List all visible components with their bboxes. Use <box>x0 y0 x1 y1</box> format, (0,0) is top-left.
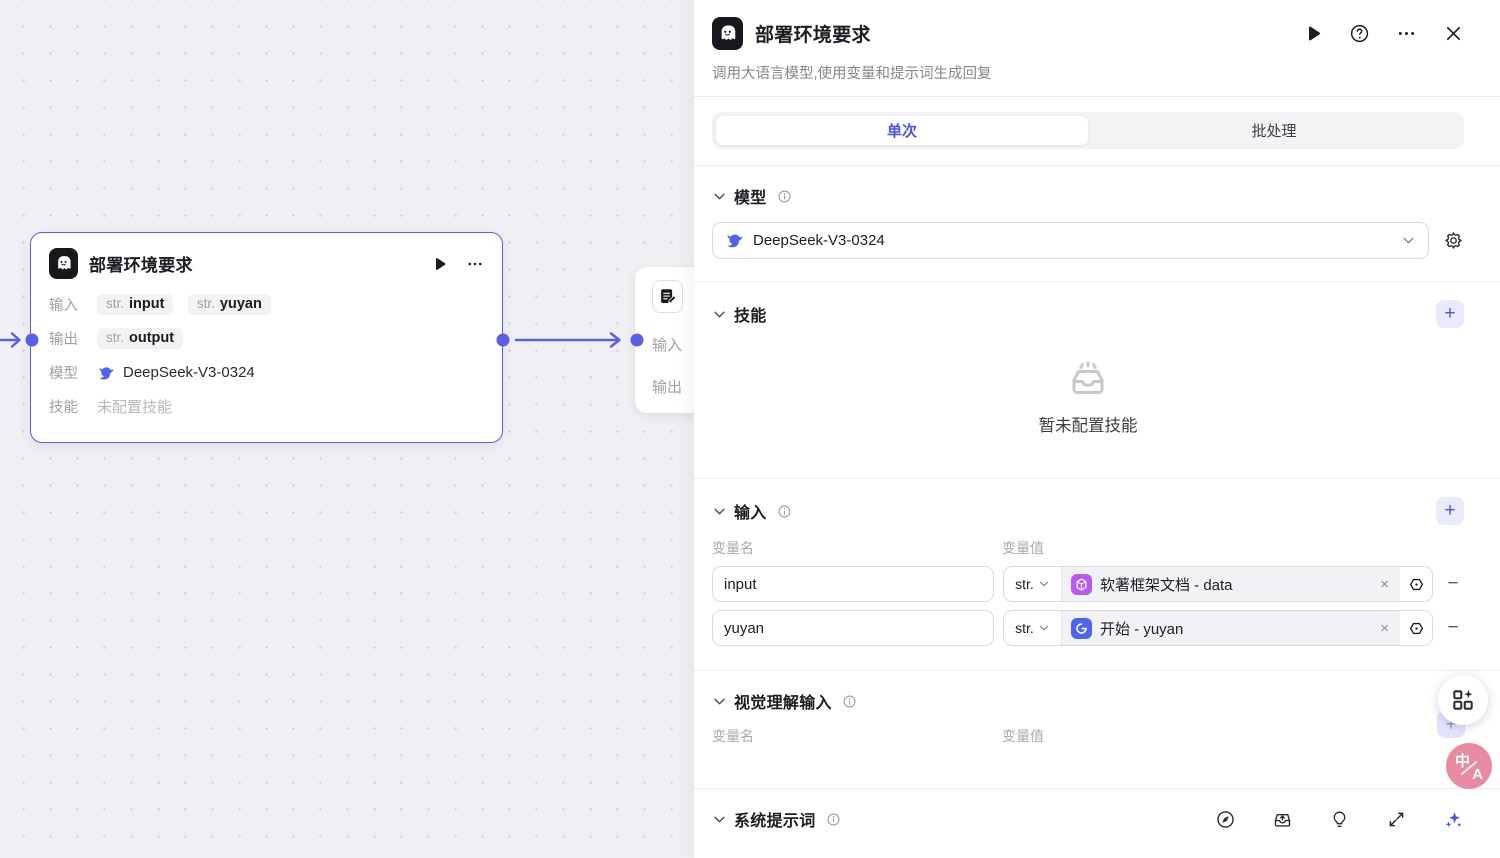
add-skill-button[interactable]: + <box>1436 300 1464 328</box>
model-section-title: 模型 <box>734 190 767 207</box>
panel-subtitle: 调用大语言模型,使用变量和提示词生成回复 <box>712 66 992 82</box>
remove-row-button[interactable]: − <box>1447 617 1459 638</box>
ai-sparkle-icon[interactable] <box>1443 809 1464 830</box>
remove-value-icon[interactable]: × <box>1380 619 1389 637</box>
model-select[interactable]: DeepSeek-V3-0324 <box>712 222 1429 259</box>
node-more-icon[interactable] <box>466 255 484 273</box>
info-icon <box>826 812 841 827</box>
more-icon[interactable] <box>1396 23 1417 44</box>
close-icon[interactable] <box>1443 23 1464 44</box>
node-title: 部署环境要求 <box>89 256 193 275</box>
input-variable-row: str. 软著框架文档 - data × − <box>712 566 1464 602</box>
variable-type-select[interactable]: str. <box>1004 567 1062 601</box>
partial-node-input-label: 输入 <box>652 337 683 354</box>
skills-empty-text: 暂未配置技能 <box>1038 417 1138 435</box>
start-node-icon <box>1071 617 1092 639</box>
prompt-section-title: 系统提示词 <box>734 813 816 830</box>
translate-en-glyph: A <box>1472 766 1483 783</box>
llm-node-card[interactable]: 部署环境要求 输入 str.input str.yuyan 输出 str.out… <box>30 232 503 443</box>
node-model-value: DeepSeek-V3-0324 <box>123 364 255 381</box>
compass-icon[interactable] <box>1215 809 1236 830</box>
node-input-label: 输入 <box>49 298 78 314</box>
skills-section-title: 技能 <box>734 308 767 325</box>
workflow-canvas[interactable]: 部署环境要求 输入 str.input str.yuyan 输出 str.out… <box>0 0 753 858</box>
variable-type-select[interactable]: str. <box>1004 611 1062 645</box>
variable-value-tag[interactable]: 软著框架文档 - data × <box>1062 567 1400 601</box>
add-input-button[interactable]: + <box>1436 497 1464 525</box>
col-variable-value: 变量值 <box>1002 540 1044 556</box>
info-icon <box>842 694 857 709</box>
variable-value-tag[interactable]: 开始 - yuyan × <box>1062 611 1400 645</box>
llm-node-icon <box>49 248 78 279</box>
import-library-icon[interactable] <box>1272 809 1293 830</box>
node-skill-value: 未配置技能 <box>97 399 173 416</box>
info-icon <box>777 504 792 519</box>
lightbulb-icon[interactable] <box>1329 809 1350 830</box>
variable-name-input[interactable] <box>712 566 994 602</box>
chevron-down-icon[interactable] <box>712 504 727 519</box>
doc-node-icon <box>652 280 683 313</box>
input-variable-row: str. 开始 - yuyan × − <box>712 610 1464 646</box>
remove-row-button[interactable]: − <box>1447 573 1459 594</box>
variable-settings-icon[interactable] <box>1400 611 1432 645</box>
chevron-down-icon[interactable] <box>712 189 727 204</box>
info-icon <box>777 189 792 204</box>
expand-icon[interactable] <box>1386 809 1407 830</box>
chevron-down-icon[interactable] <box>712 694 727 709</box>
deepseek-whale-icon <box>97 364 115 382</box>
plugin-node-icon <box>1071 573 1092 595</box>
translate-zh-glyph: 中 <box>1455 753 1471 770</box>
panel-llm-icon <box>712 17 743 50</box>
node-config-panel: 部署环境要求 调用大语言模型,使用变量和提示词生成回复 单次 批处理 模型 <box>694 0 1500 858</box>
node-model-label: 模型 <box>49 366 78 382</box>
col-variable-name: 变量名 <box>712 540 754 556</box>
partial-node-output-label: 输出 <box>652 379 683 396</box>
input-pill: str.input <box>97 294 174 315</box>
output-pill: str.output <box>97 328 184 349</box>
model-settings-gear-icon[interactable] <box>1443 230 1464 251</box>
chevron-down-icon[interactable] <box>712 307 727 322</box>
remove-value-icon[interactable]: × <box>1380 575 1389 593</box>
input-pill: str.yuyan <box>187 294 271 315</box>
empty-inbox-icon <box>1072 361 1104 394</box>
widgets-icon <box>1453 690 1473 710</box>
tab-batch[interactable]: 批处理 <box>1251 123 1297 140</box>
inputs-section-title: 输入 <box>734 505 767 522</box>
variable-name-input[interactable] <box>712 610 994 646</box>
extensions-bubble[interactable] <box>1438 675 1488 725</box>
run-mode-tabs: 单次 批处理 <box>712 112 1464 149</box>
node-skill-label: 技能 <box>49 400 78 416</box>
node-run-icon[interactable] <box>430 255 448 273</box>
help-icon[interactable] <box>1349 23 1370 44</box>
selected-model: DeepSeek-V3-0324 <box>753 232 885 249</box>
chevron-down-icon[interactable] <box>712 812 727 827</box>
run-node-button[interactable] <box>1302 23 1323 44</box>
vision-section-title: 视觉理解输入 <box>734 695 832 712</box>
col-variable-name: 变量名 <box>712 728 754 744</box>
chevron-down-icon <box>1401 233 1416 248</box>
panel-title: 部署环境要求 <box>755 25 871 46</box>
col-variable-value: 变量值 <box>1002 728 1044 744</box>
deepseek-whale-icon <box>725 231 744 250</box>
variable-settings-icon[interactable] <box>1400 567 1432 601</box>
tab-single[interactable]: 单次 <box>716 116 1088 145</box>
translate-bubble[interactable]: 中 A <box>1446 743 1492 789</box>
node-output-label: 输出 <box>49 332 78 348</box>
